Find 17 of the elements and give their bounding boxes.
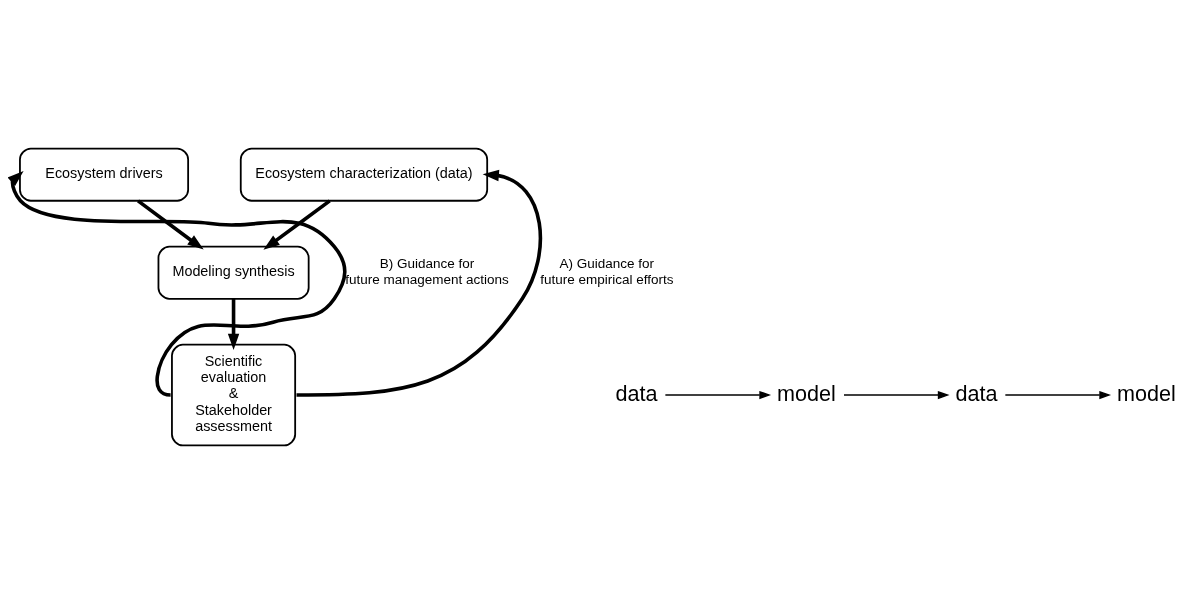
arrow bbox=[843, 390, 950, 400]
node-box: Modeling synthesis bbox=[157, 245, 310, 300]
edge-label: B) Guidance for future management actions bbox=[345, 256, 509, 287]
edge-label: A) Guidance for future empirical efforts bbox=[540, 256, 674, 287]
arrow bbox=[227, 298, 240, 350]
arrow bbox=[664, 390, 772, 400]
node-box: Ecosystem drivers bbox=[19, 147, 190, 202]
node-box: Scientific evaluation & Stakeholder assessment bbox=[171, 343, 297, 447]
arrow bbox=[296, 169, 543, 397]
arrow bbox=[263, 199, 331, 250]
node-box: Ecosystem characterization (data) bbox=[239, 147, 489, 202]
node-text: data bbox=[615, 380, 658, 406]
arrow bbox=[1004, 390, 1111, 400]
node-text: model bbox=[777, 380, 836, 406]
node-text: model bbox=[1117, 380, 1176, 406]
arrow bbox=[137, 199, 204, 250]
node-text: data bbox=[955, 380, 998, 406]
